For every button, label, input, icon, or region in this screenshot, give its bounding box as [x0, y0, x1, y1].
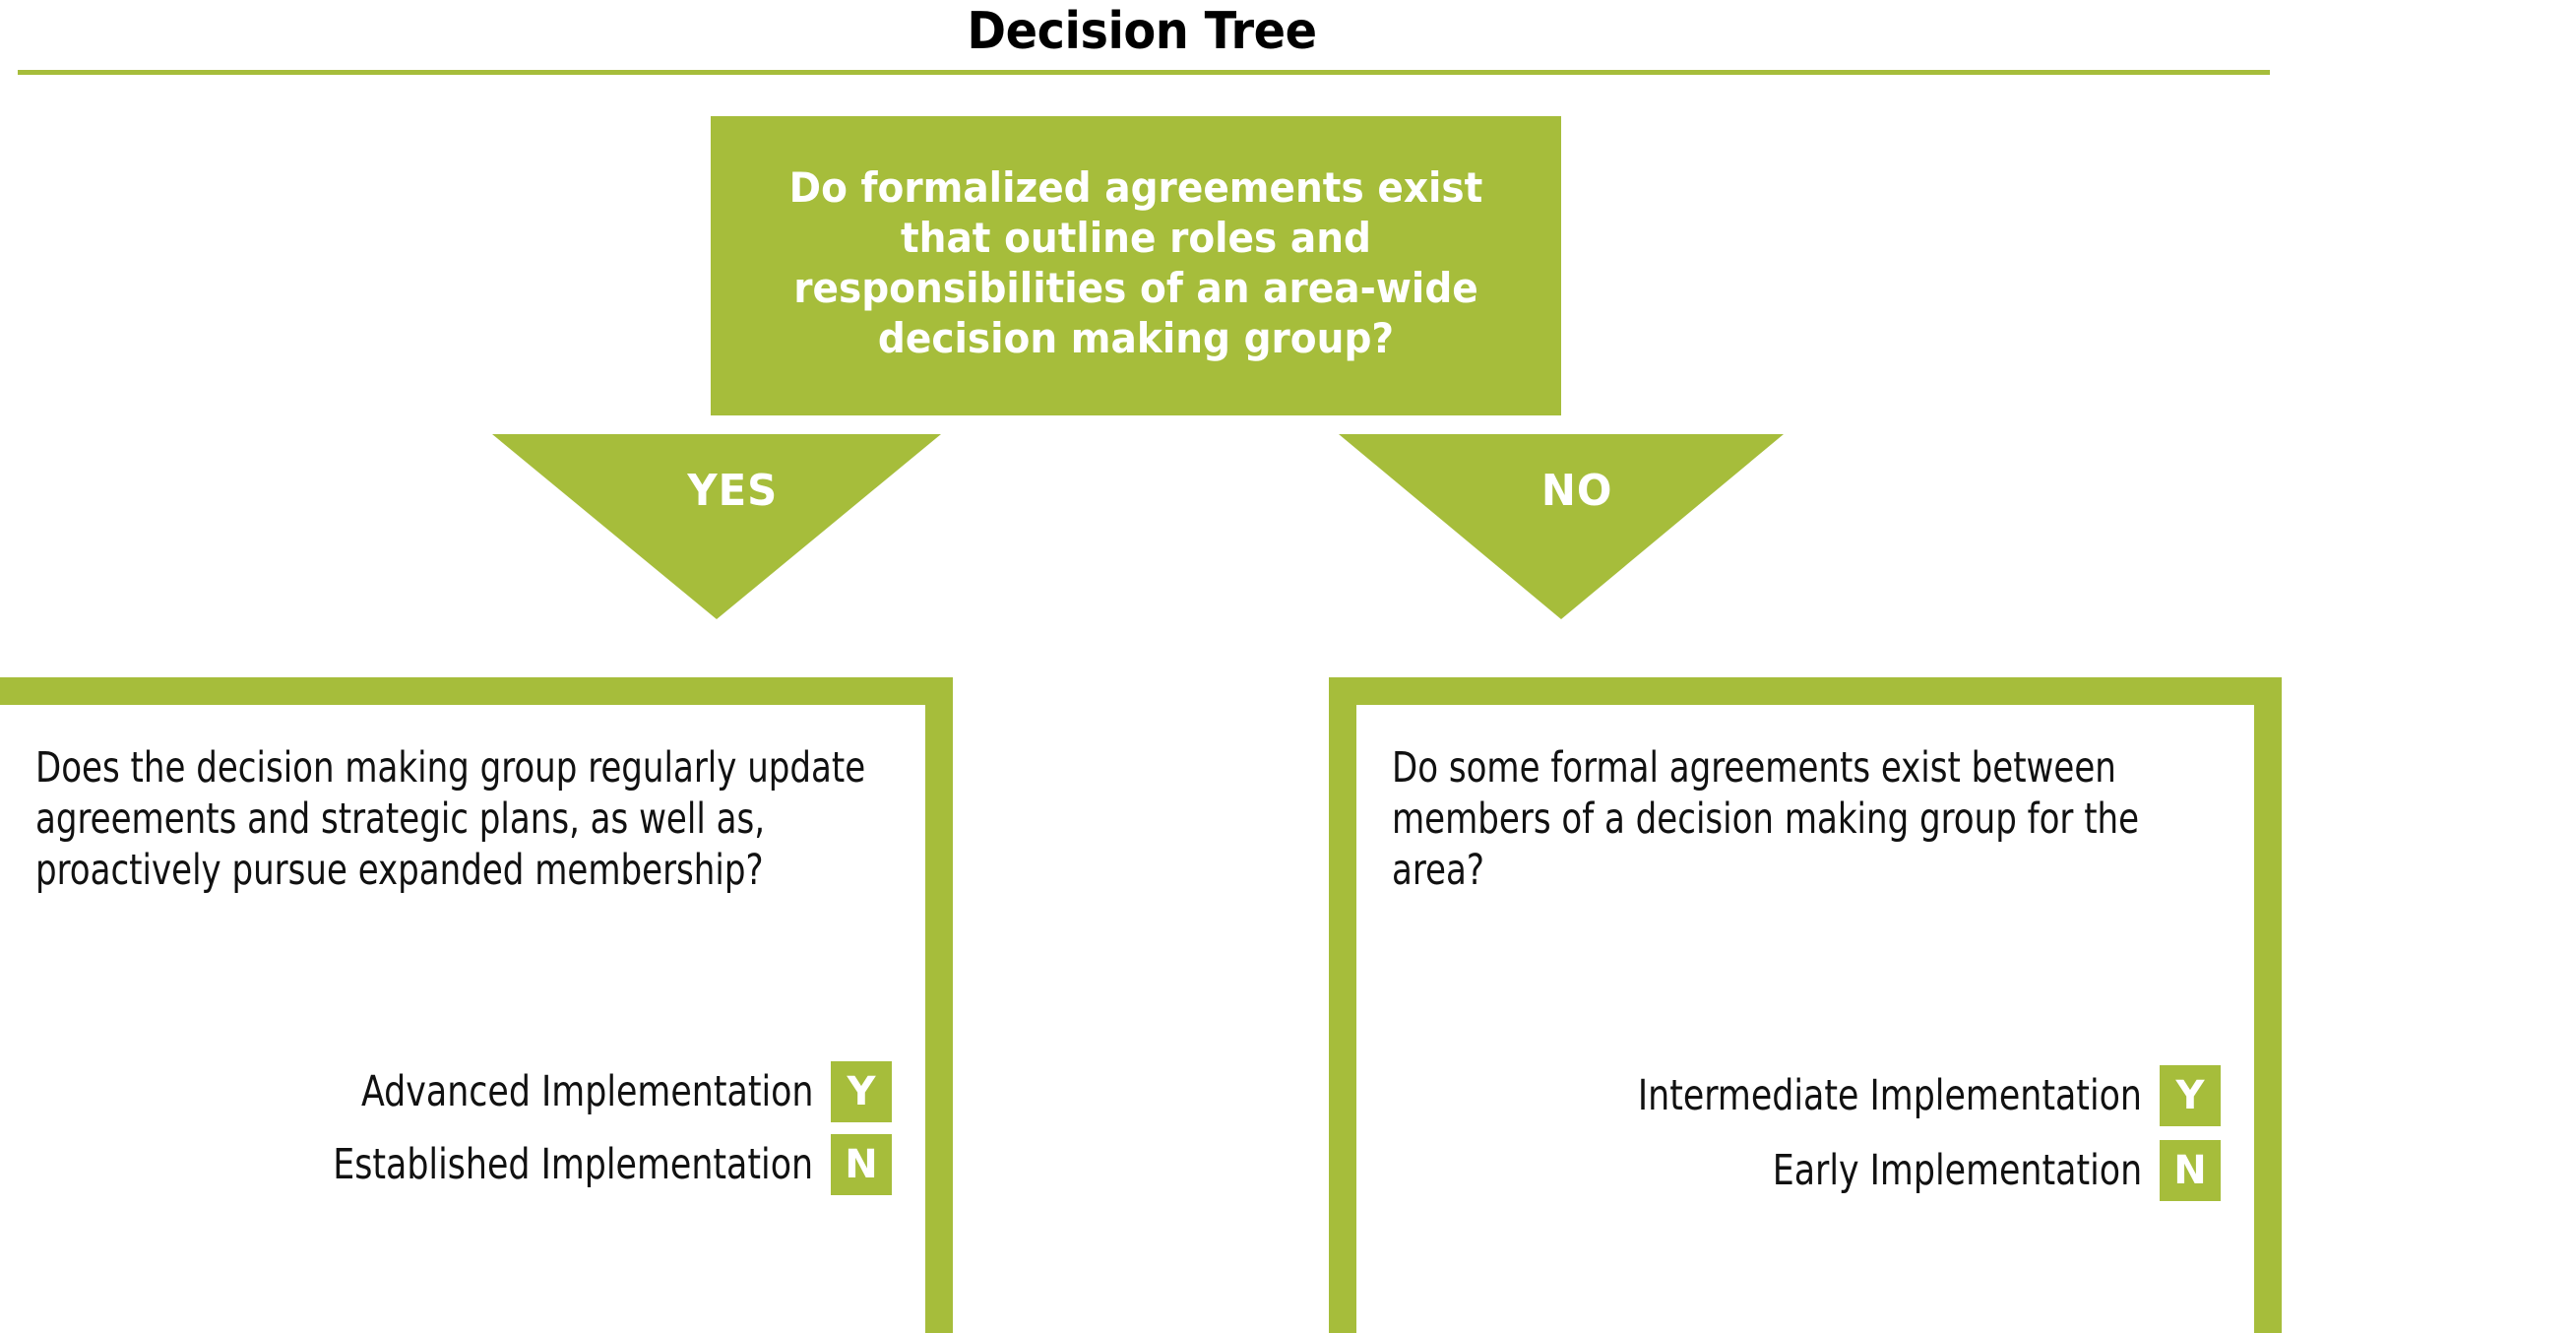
outcome-question-no: Do some formal agreements exist between … [1392, 743, 2140, 896]
result-label-advanced: Advanced Implementation [360, 1067, 813, 1116]
outcome-question-yes: Does the decision making group regularly… [35, 743, 866, 896]
branch-label-yes: YES [687, 466, 779, 516]
outcome-box-yes-inner: Does the decision making group regularly… [0, 705, 925, 1333]
root-question-box: Do formalized agreements exist that outl… [711, 116, 1561, 415]
outcome-box-no-inner: Do some formal agreements exist between … [1356, 705, 2254, 1333]
result-badge-n: N [2160, 1140, 2221, 1201]
result-row: Advanced Implementation Y [35, 1061, 892, 1122]
result-row: Early Implementation N [1392, 1140, 2221, 1201]
down-triangle-icon [1339, 434, 1784, 619]
branch-arrow-no: NO [1339, 434, 1784, 619]
branch-arrow-yes: YES [492, 434, 941, 619]
title-divider [18, 70, 2270, 75]
outcome-results-no: Intermediate Implementation Y Early Impl… [1392, 1065, 2221, 1215]
result-row: Established Implementation N [35, 1134, 892, 1195]
result-label-intermediate: Intermediate Implementation [1637, 1071, 2142, 1120]
root-question-text: Do formalized agreements exist that outl… [788, 162, 1483, 363]
result-label-early: Early Implementation [1772, 1146, 2142, 1195]
page-title: Decision Tree [967, 2, 1317, 61]
result-row: Intermediate Implementation Y [1392, 1065, 2221, 1126]
outcome-box-no: Do some formal agreements exist between … [1329, 677, 2282, 1333]
result-badge-n: N [831, 1134, 892, 1195]
down-triangle-icon [492, 434, 941, 619]
branch-label-no: NO [1540, 466, 1613, 516]
result-badge-y: Y [831, 1061, 892, 1122]
outcome-results-yes: Advanced Implementation Y Established Im… [35, 1061, 892, 1209]
outcome-box-yes: Does the decision making group regularly… [0, 677, 953, 1333]
result-label-established: Established Implementation [333, 1140, 813, 1189]
result-badge-y: Y [2160, 1065, 2221, 1126]
